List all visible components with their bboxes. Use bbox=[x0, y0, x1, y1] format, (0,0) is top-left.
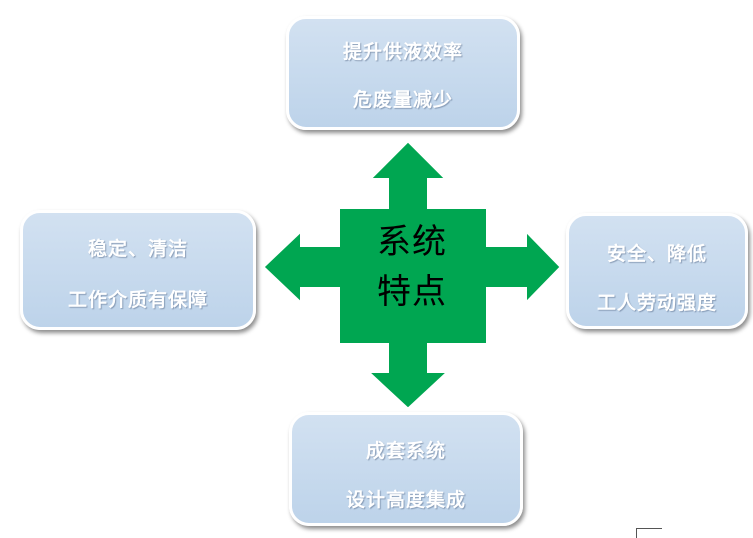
feature-right-line1: 安全、降低 bbox=[606, 243, 707, 265]
feature-box-bottom: 成套系统 设计高度集成 bbox=[289, 412, 523, 526]
feature-left-line2: 工作介质有保障 bbox=[67, 289, 208, 311]
center-title-line2: 特点 bbox=[377, 272, 447, 312]
feature-top-line2: 危废量减少 bbox=[352, 89, 453, 111]
feature-top-line1: 提升供液效率 bbox=[342, 41, 463, 63]
feature-bottom-line1: 成套系统 bbox=[365, 440, 446, 462]
feature-right-line2: 工人劳动强度 bbox=[596, 292, 717, 314]
cross-arrow-shape bbox=[259, 137, 565, 413]
text-boundary-corner-mark bbox=[636, 528, 662, 538]
feature-box-left: 稳定、清洁 工作介质有保障 bbox=[20, 210, 256, 330]
feature-bottom-line2: 设计高度集成 bbox=[345, 489, 466, 511]
feature-left-line1: 稳定、清洁 bbox=[87, 238, 188, 260]
feature-box-top: 提升供液效率 危废量减少 bbox=[286, 16, 520, 130]
center-title-line1: 系统 bbox=[377, 222, 447, 262]
feature-box-right: 安全、降低 工人劳动强度 bbox=[566, 213, 748, 329]
